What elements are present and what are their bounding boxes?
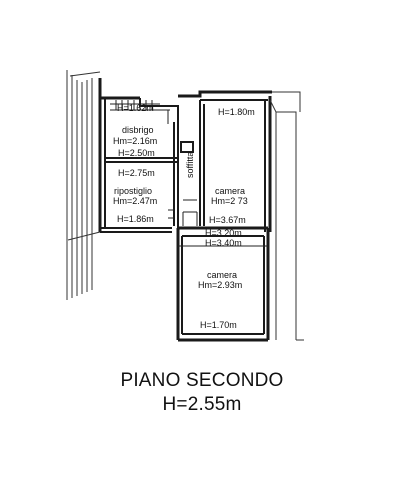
room-name-ripostiglio: ripostiglio [114, 186, 152, 196]
height-camera2-bottom: H=1.70m [200, 320, 237, 330]
height-camera1-top: H=1.80m [218, 107, 255, 117]
room-hm-ripostiglio: Hm=2.47m [113, 196, 157, 206]
plan-title: PIANO SECONDO [120, 370, 284, 391]
internal-walls [105, 100, 268, 230]
left-exterior-lines [66, 70, 101, 300]
height-divider-a: H=3.20m [205, 228, 242, 238]
camera-2-walls [176, 228, 270, 342]
plan-height: H=2.55m [162, 394, 242, 415]
room-hm-camera-2: Hm=2.93m [198, 280, 242, 290]
room-name-camera-1: camera [215, 186, 245, 196]
height-disbrigo-top: H=1.62m [117, 103, 154, 113]
room-name-soffitta: soffitta [185, 152, 195, 178]
disbrigo-stairs [110, 100, 170, 124]
soffitta-corridor [180, 141, 198, 226]
right-exterior [269, 91, 304, 341]
height-disbrigo-bottom: H=2.50m [118, 148, 155, 158]
height-ripostiglio-top: H=2.75m [118, 168, 155, 178]
height-camera1-bottom: H=3.67m [209, 215, 246, 225]
room-hm-camera-1: Hm=2 73 [211, 196, 248, 206]
room-name-disbrigo: disbrigo [122, 125, 154, 135]
room-hm-disbrigo: Hm=2.16m [113, 136, 157, 146]
height-divider-b: H=3.40m [205, 238, 242, 248]
room-name-camera-2: camera [207, 270, 237, 280]
height-ripostiglio-bottom: H=1.86m [117, 214, 154, 224]
ripostiglio-details [168, 209, 174, 219]
